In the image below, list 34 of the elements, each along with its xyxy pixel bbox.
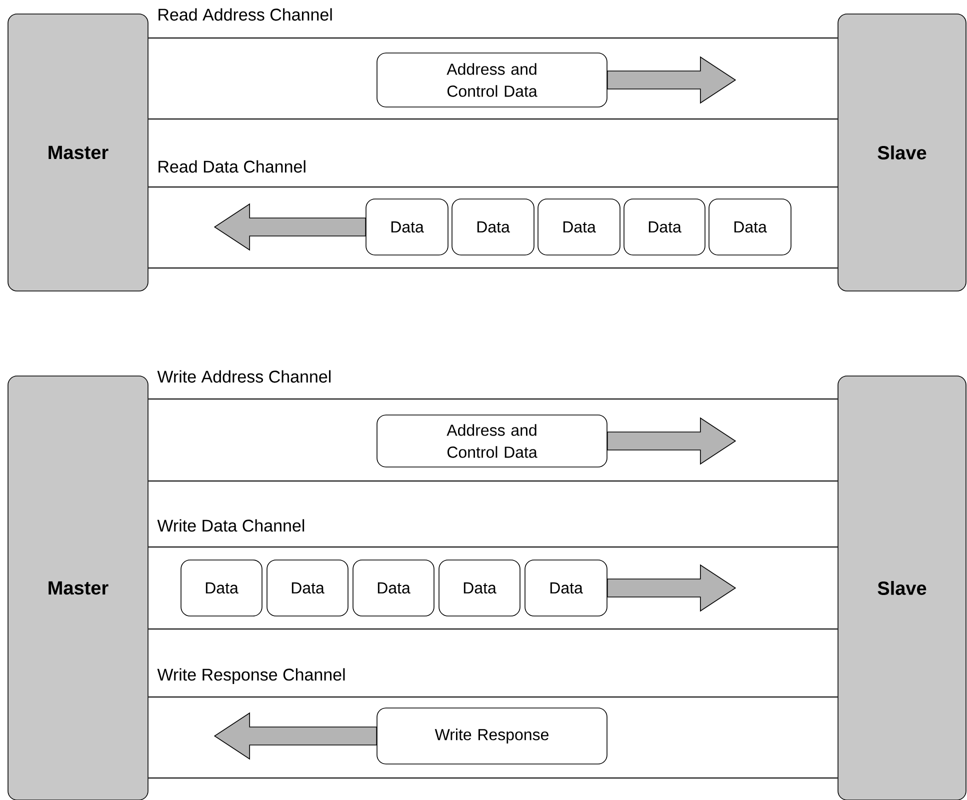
channel-line [148,398,838,400]
packet-box: Data [708,198,792,256]
packet-box: Data [352,560,434,616]
channel-line [148,186,838,188]
block-arrow [214,712,377,760]
master-box: Master [8,376,148,800]
channel-line [148,628,838,630]
block-arrow [607,564,736,612]
channel-label: Write Response Channel [157,668,345,684]
packet-box: Data [538,198,620,256]
packet-box: Data [438,560,520,616]
block-arrow [607,56,736,104]
packet-box: Data [452,198,534,256]
channel-label: Write Address Channel [157,370,331,383]
channel-label: Read Address Channel [158,8,332,21]
channel-line [148,696,838,698]
packet-box: Data [624,198,706,256]
channel-line [148,118,838,120]
channel-label: Write Data Channel [157,519,304,532]
packet-box: Address and Control Data [376,414,608,468]
channel-line [148,480,838,482]
packet-box: Data [180,560,262,616]
block-arrow [214,203,366,251]
channel-line [148,546,838,548]
packet-box: Write Response [376,708,608,764]
channel-label: Read Data Channel [158,160,306,173]
slave-box: Slave [838,376,966,800]
slave-box: Slave [838,14,966,292]
master-box: Master [8,14,148,292]
packet-box: Data [524,560,608,616]
packet-box: Address and Control Data [376,52,608,108]
packet-box: Data [266,560,348,616]
packet-box: Data [366,198,448,256]
block-arrow [607,417,736,465]
